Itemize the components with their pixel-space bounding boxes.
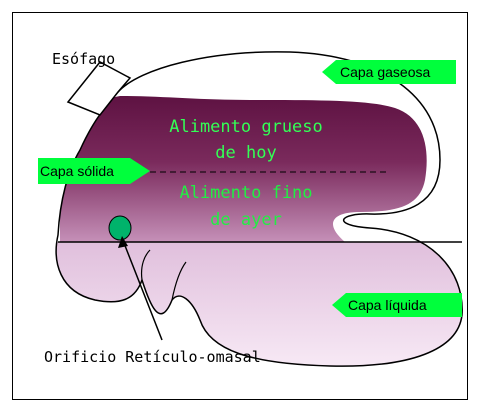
liquid-layer-label: Capa líquida (348, 297, 427, 313)
gas-layer-callout: Capa gaseosa (322, 60, 456, 84)
fine-food-line2: de ayer (210, 210, 282, 230)
solid-layer-label: Capa sólida (40, 163, 114, 179)
orifice-label: Orificio Retículo-omasal (44, 348, 261, 366)
fine-food-line1: Alimento fino (179, 183, 312, 203)
coarse-food-line2: de hoy (215, 143, 276, 163)
coarse-food-line1: Alimento grueso (169, 117, 323, 137)
esophagus-label: Esófago (52, 50, 115, 68)
solid-layer-callout: Capa sólida (38, 158, 150, 184)
orifice-marker (109, 216, 131, 240)
gas-layer-label: Capa gaseosa (340, 64, 431, 80)
liquid-layer-callout: Capa líquida (332, 293, 462, 317)
